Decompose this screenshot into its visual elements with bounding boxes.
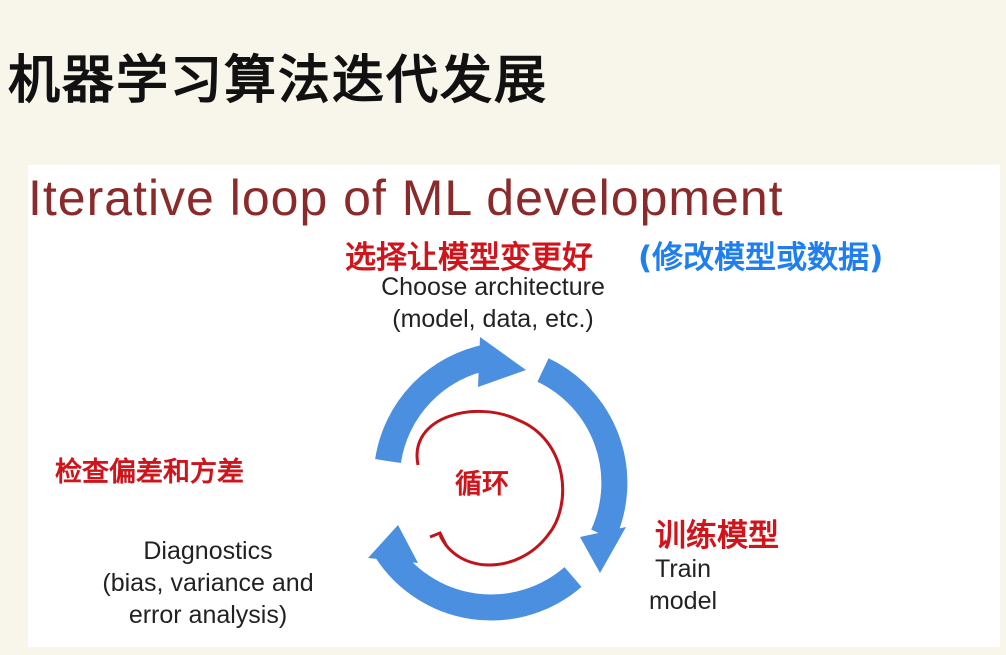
diagnostics-note: 检查偏差和方差 (55, 457, 244, 488)
choose-note-paren: (修改模型或数据) (638, 240, 884, 276)
loop-note: 循环 (455, 469, 509, 500)
choose-line-2: (model, data, etc.) (392, 305, 594, 333)
diag-line-1: Diagnostics (143, 537, 273, 565)
arrowhead-top (478, 337, 526, 387)
train-line-2: model (648, 587, 718, 615)
diagnostics-label: Diagnostics (bias, variance and error an… (58, 535, 358, 631)
arrowhead-bottom (368, 525, 418, 563)
note-title: 机器学习算法迭代发展 (8, 51, 549, 111)
slide: Iterative loop of ML development Choose … (28, 165, 1000, 647)
slide-title: Iterative loop of ML development (28, 170, 784, 226)
loop-note-circle (415, 409, 565, 567)
diag-line-3: error analysis) (128, 601, 288, 629)
cycle-diagram (368, 337, 628, 621)
arrow-bottom (375, 542, 582, 621)
choose-line-1: Choose architecture (381, 273, 605, 301)
loop-note-arrowhead (429, 531, 448, 546)
choose-note: 选择让模型变更好 (345, 240, 593, 276)
arrowhead-right (580, 527, 626, 573)
train-model-label: Train model (628, 553, 738, 617)
train-line-1: Train (654, 555, 712, 583)
arrow-top (375, 344, 491, 464)
choose-architecture-label: Choose architecture (model, data, etc.) (328, 271, 658, 335)
arrow-right (537, 358, 628, 541)
diag-line-2: (bias, variance and (102, 569, 314, 597)
train-note: 训练模型 (655, 518, 779, 554)
